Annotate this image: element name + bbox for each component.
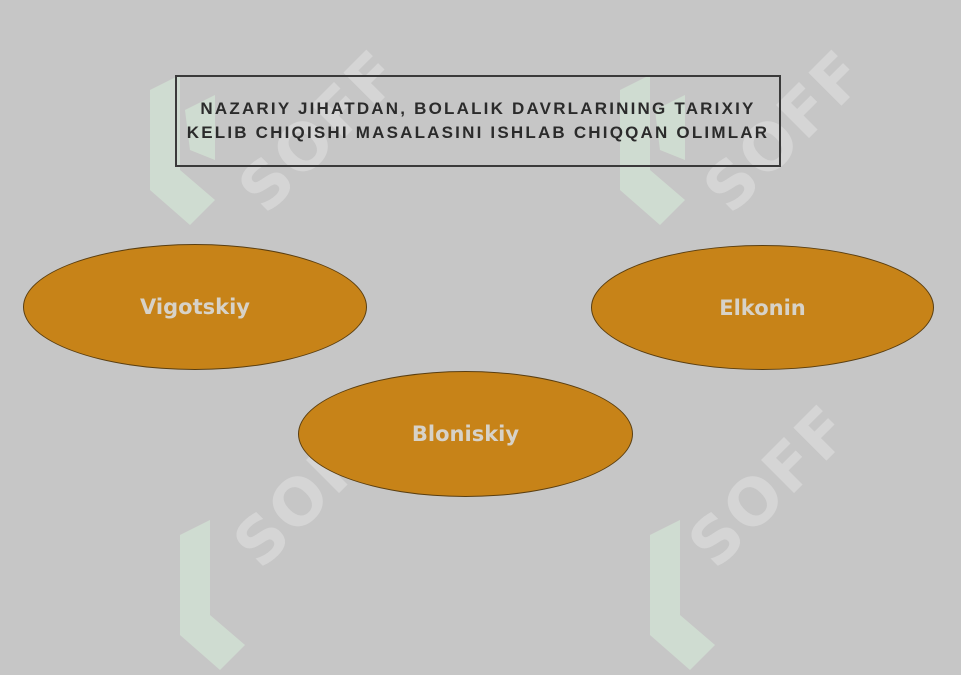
scientist-name: Elkonin [719, 295, 806, 320]
scientist-ellipse-vigotskiy: Vigotskiy [23, 244, 367, 370]
slide-title-line-1: NAZARIY JIHATDAN, BOLALIK DAVRLARINING T… [200, 99, 756, 118]
scientist-ellipse-elkonin: Elkonin [591, 245, 934, 370]
slide-title-line-2: KELIB CHIQISHI MASALASINI ISHLAB CHIQQAN… [186, 123, 770, 142]
watermark-logo-icon [180, 520, 245, 670]
watermark-text: SOFF [675, 391, 866, 583]
slide-title-box: NAZARIY JIHATDAN, BOLALIK DAVRLARINING T… [175, 75, 781, 167]
scientist-name: Vigotskiy [140, 295, 250, 319]
watermark-bottom-right: SOFF [630, 380, 870, 670]
scientist-name: Bloniskiy [411, 422, 520, 446]
scientist-ellipse-bloniskiy: Bloniskiy [298, 371, 633, 497]
watermark-logo-icon [650, 520, 715, 670]
